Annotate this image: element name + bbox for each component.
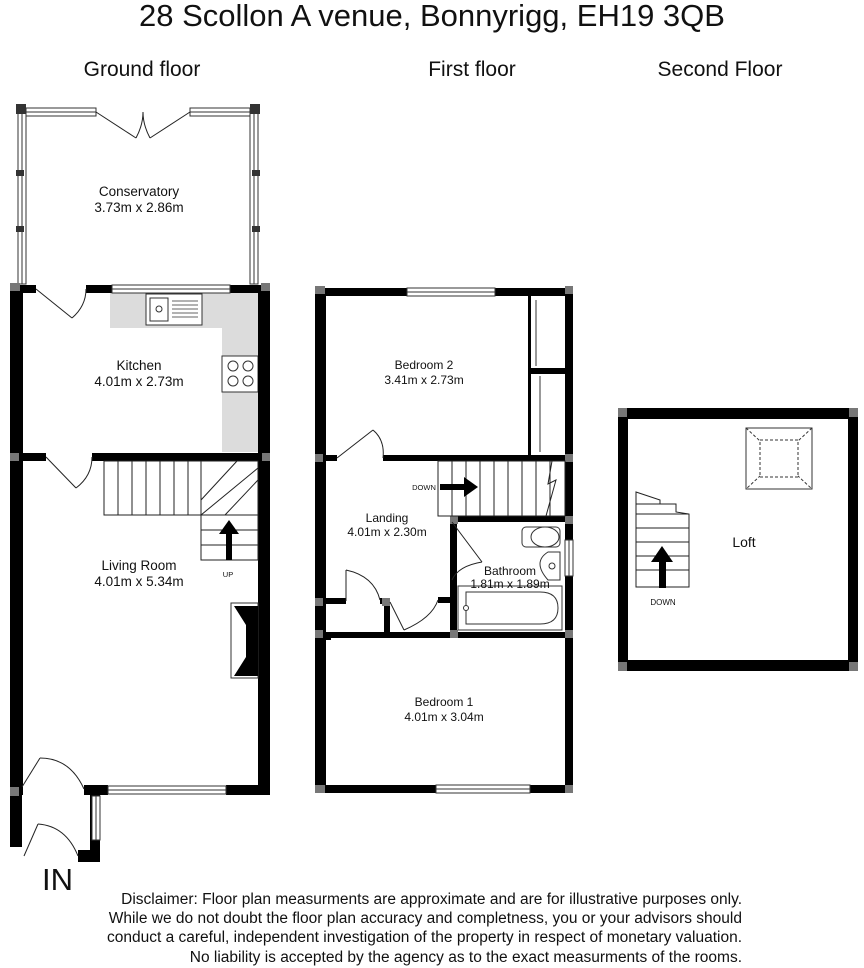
landing-name: Landing (366, 511, 409, 525)
ground-floor-staircase (103, 460, 259, 561)
stairs-down-label: DOWN (412, 483, 436, 492)
loft-staircase (635, 491, 690, 588)
first-floor-plan (315, 286, 574, 794)
living-room-size: 4.01m x 5.34m (94, 574, 183, 589)
washbasin-icon (539, 551, 561, 581)
bathroom-name: Bathroom (484, 564, 536, 578)
second-floor-heading: Second Floor (657, 58, 783, 81)
loft-name: Loft (732, 534, 755, 550)
stairs-down-arrow-icon (440, 477, 478, 497)
skylight-icon (745, 427, 813, 490)
property-address-title: 28 Scollon A venue, Bonnyrigg, EH19 3QB (139, 0, 725, 33)
kitchen-size: 4.01m x 2.73m (94, 374, 183, 389)
ground-floor-plan (10, 104, 270, 862)
stairs-up-arrow-icon (219, 520, 239, 560)
conservatory-french-doors (95, 111, 191, 139)
first-floor-heading: First floor (428, 58, 516, 81)
stairs-up-label: UP (223, 570, 233, 579)
bedroom-2-name: Bedroom 2 (395, 358, 454, 372)
bedroom-2-size: 3.41m x 2.73m (384, 373, 463, 387)
kitchen-name: Kitchen (116, 358, 161, 373)
loft-stairs-arrow-icon (651, 546, 673, 588)
toilet-icon (521, 526, 561, 548)
conservatory-size: 3.73m x 2.86m (94, 200, 183, 215)
disclaimer-line: conduct a careful, independent investiga… (106, 929, 742, 947)
bedroom-1-name: Bedroom 1 (415, 695, 474, 709)
conservatory-name: Conservatory (99, 184, 180, 199)
ground-floor-heading: Ground floor (83, 58, 201, 81)
entrance-label: IN (42, 862, 73, 897)
disclaimer-line: Disclaimer: Floor plan measurments are a… (121, 891, 742, 908)
bathtub-icon (457, 585, 563, 631)
bedroom-1-size: 4.01m x 3.04m (404, 710, 483, 724)
second-floor-plan (618, 408, 858, 671)
living-room-name: Living Room (101, 558, 176, 573)
bathroom-size: 1.81m x 1.89m (470, 577, 549, 591)
kitchen-sink-icon (145, 293, 203, 326)
disclaimer-text: Disclaimer: Floor plan measurments are a… (0, 890, 742, 967)
kitchen-hob-icon (221, 355, 259, 393)
loft-stairs-down-label: DOWN (650, 598, 676, 607)
disclaimer-line: No liability is accepted by the agency a… (189, 948, 742, 966)
landing-size: 4.01m x 2.30m (347, 525, 426, 539)
disclaimer-line: While we do not doubt the floor plan acc… (108, 910, 742, 928)
fireplace-icon (230, 602, 259, 679)
